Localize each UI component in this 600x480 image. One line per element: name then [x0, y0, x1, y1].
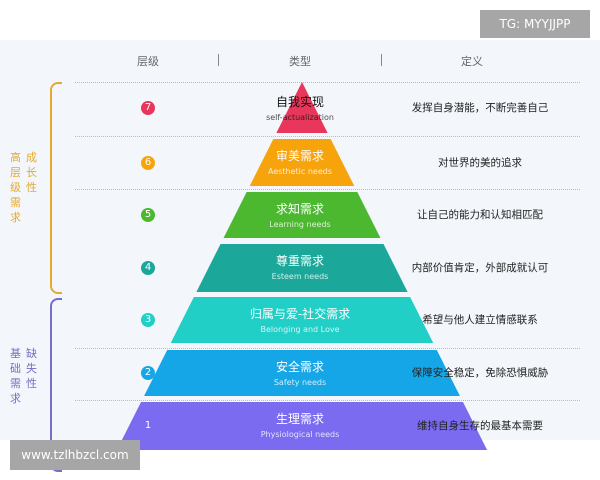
level-definition: 发挥自身潜能，不断完善自己	[411, 101, 549, 114]
level-number-badge: 3	[141, 313, 155, 327]
watermark-top: TG: MYYJJPP	[480, 10, 590, 38]
pyramid-layer-3	[170, 297, 434, 343]
row-divider	[75, 189, 580, 190]
layer-name: 求知需求	[275, 202, 324, 216]
layer-name: 归属与爱-社交需求	[249, 307, 351, 321]
level-definition: 保障安全稳定，免除恐惧威胁	[411, 367, 549, 379]
level-definition: 内部价值肯定，外部成就认可	[411, 262, 549, 274]
layer-english-name: Aesthetic needs	[267, 167, 332, 176]
layer-label: 尊重需求 Esteem needs	[0, 252, 600, 281]
level-number-badge: 2	[141, 366, 155, 380]
level-number-badge: 5	[141, 208, 155, 222]
row-divider	[75, 82, 580, 83]
growth-label-1: 高层级需求	[10, 151, 21, 224]
level-number-badge: 4	[141, 261, 155, 275]
header-divider	[218, 54, 219, 66]
layer-label: 自我实现 self-actualization	[0, 93, 600, 122]
pyramid-layer-2	[144, 350, 460, 396]
layer-english-name: Belonging and Love	[260, 325, 340, 334]
header-definition: 定义	[461, 55, 483, 68]
header-level: 层级	[137, 55, 159, 68]
deficiency-brace	[50, 298, 62, 472]
layer-name: 自我实现	[275, 95, 324, 109]
layer-english-name: self-actualization	[266, 113, 334, 122]
layer-name: 安全需求	[275, 360, 324, 374]
layer-name: 生理需求	[275, 412, 324, 426]
level-definition: 对世界的美的追求	[438, 156, 522, 169]
layer-english-name: Learning needs	[269, 220, 331, 229]
level-number-badge: 6	[141, 155, 155, 170]
growth-label-2: 成长性	[26, 151, 37, 194]
header-divider	[381, 54, 382, 66]
pyramid-layer-5	[223, 192, 381, 238]
layer-name: 审美需求	[275, 149, 324, 163]
layer-label: 审美需求 Aesthetic needs	[0, 147, 600, 176]
pyramid-layer-4	[196, 244, 408, 292]
layer-name: 尊重需求	[275, 254, 324, 268]
layer-label: 安全需求 Safety needs	[0, 358, 600, 387]
level-definition: 维持自身生存的最基本需要	[417, 420, 543, 432]
layer-label: 生理需求 Physiological needs	[0, 410, 600, 439]
layer-english-name: Safety needs	[273, 378, 327, 387]
row-divider	[75, 400, 580, 401]
deficiency-label-2: 缺失性	[26, 347, 37, 390]
row-divider	[75, 348, 580, 349]
header-type: 类型	[289, 55, 311, 68]
layer-label: 归属与爱-社交需求 Belonging and Love	[0, 305, 600, 334]
row-divider	[75, 136, 580, 137]
deficiency-label-1: 基础需求	[10, 347, 21, 405]
layer-english-name: Esteem needs	[271, 272, 329, 281]
level-number-badge: 1	[141, 419, 155, 433]
layer-label: 求知需求 Learning needs	[0, 200, 600, 229]
level-definition: 希望与他人建立情感联系	[422, 314, 538, 326]
growth-brace	[50, 82, 62, 294]
watermark-bottom: www.tzlhbzcl.com	[10, 440, 140, 470]
layer-english-name: Physiological needs	[260, 430, 340, 439]
level-definition: 让自己的能力和认知相匹配	[417, 209, 543, 221]
level-number-badge: 7	[141, 100, 155, 115]
pyramid-layer-1	[116, 402, 488, 450]
